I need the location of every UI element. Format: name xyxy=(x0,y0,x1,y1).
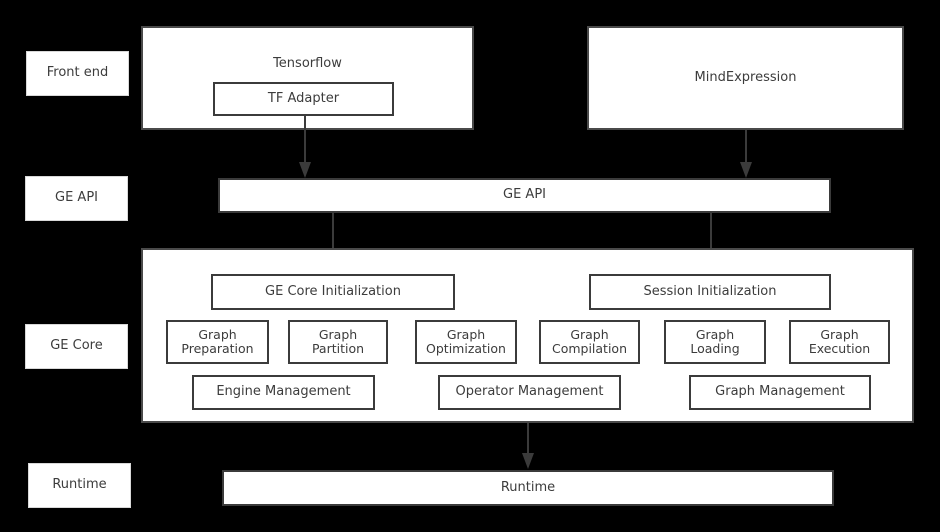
runtime-bar-label: Runtime xyxy=(500,479,556,495)
graph-compilation-label: Graph Compilation xyxy=(551,326,628,356)
session-initialization-label: Session Initialization xyxy=(643,283,777,299)
arrow-ge-core-to-runtime xyxy=(518,423,538,471)
layer-label-ge-core: GE Core xyxy=(25,324,128,369)
ge-core-initialization-label: GE Core Initialization xyxy=(265,283,401,299)
graph-optimization-box: Graph Optimization xyxy=(415,320,517,364)
layer-label-ge-api-text: GE API xyxy=(55,190,98,206)
layer-label-ge-core-text: GE Core xyxy=(50,338,103,354)
graph-preparation-label: Graph Preparation xyxy=(181,326,254,356)
layer-label-front-end: Front end xyxy=(26,51,129,96)
graph-management-box: Graph Management xyxy=(689,375,871,410)
operator-management-box: Operator Management xyxy=(438,375,621,410)
ge-api-bar-label: GE API xyxy=(503,187,546,203)
arrow-tf-adapter-to-ge-api xyxy=(295,116,315,180)
graph-management-label: Graph Management xyxy=(715,384,845,400)
arrow-mindexpression-to-ge-api xyxy=(736,130,756,180)
engine-management-label: Engine Management xyxy=(216,384,351,400)
tf-adapter-box: TF Adapter xyxy=(213,82,394,116)
tensorflow-group-title: Tensorflow xyxy=(273,56,342,71)
layer-label-runtime: Runtime xyxy=(28,463,131,508)
runtime-bar: Runtime xyxy=(222,470,834,506)
graph-execution-label: Graph Execution xyxy=(808,326,871,356)
mindexpression-group-title: MindExpression xyxy=(694,69,797,85)
graph-execution-box: Graph Execution xyxy=(789,320,890,364)
graph-partition-label: Graph Partition xyxy=(311,326,365,356)
graph-loading-box: Graph Loading xyxy=(664,320,766,364)
layer-label-front-end-text: Front end xyxy=(46,65,109,81)
session-initialization-box: Session Initialization xyxy=(589,274,831,310)
ge-api-bar: GE API xyxy=(218,178,831,213)
tf-adapter-label: TF Adapter xyxy=(267,90,340,106)
layer-label-ge-api: GE API xyxy=(25,176,128,221)
graph-compilation-box: Graph Compilation xyxy=(539,320,640,364)
mindexpression-group: MindExpression xyxy=(587,26,904,130)
graph-partition-box: Graph Partition xyxy=(288,320,388,364)
operator-management-label: Operator Management xyxy=(455,384,604,400)
graph-preparation-box: Graph Preparation xyxy=(166,320,269,364)
layer-label-runtime-text: Runtime xyxy=(52,477,107,493)
graph-optimization-label: Graph Optimization xyxy=(426,326,506,356)
graph-loading-label: Graph Loading xyxy=(690,326,740,356)
ge-core-initialization-box: GE Core Initialization xyxy=(211,274,455,310)
engine-management-box: Engine Management xyxy=(192,375,375,410)
